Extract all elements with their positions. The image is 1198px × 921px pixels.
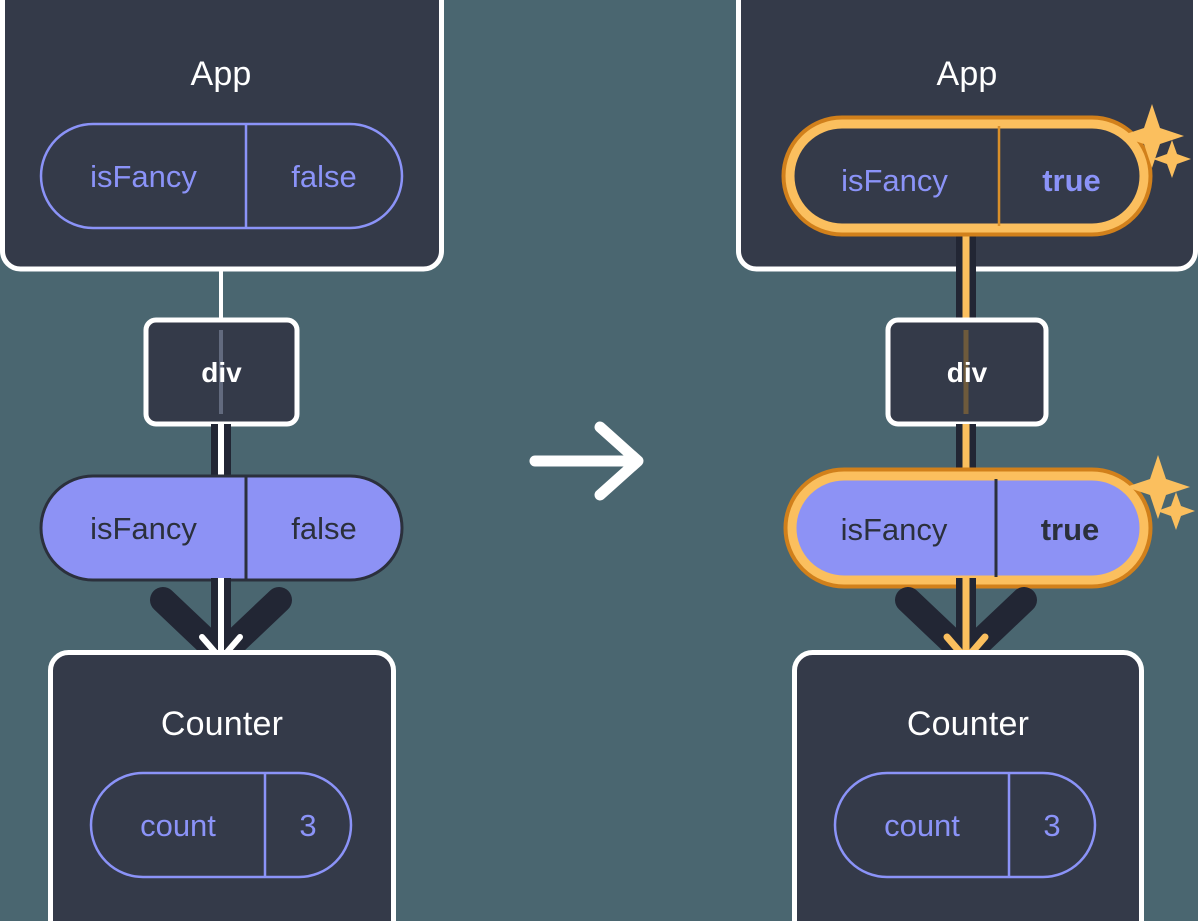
sparkle-small-icon (1157, 492, 1195, 530)
counter-card-before-state-value: 3 (299, 808, 317, 843)
prop-pill-before-key: isFancy (90, 511, 197, 546)
counter-card-after-state-value: 3 (1043, 808, 1061, 843)
app-card-after-state-value: true (1042, 163, 1101, 198)
div-node-after (885, 317, 1049, 427)
counter-card-before-surface (48, 650, 396, 921)
state-pill-after-app-highlight-inner (785, 119, 1149, 233)
arrow-right-icon (529, 421, 644, 501)
app-card-before-state-value: false (291, 159, 357, 194)
app-card-after-state-key: isFancy (841, 163, 948, 198)
counter-card-after-state-key: count (884, 808, 960, 843)
div-node-before-label: div (201, 357, 242, 388)
sparkle-icon-app-after (1120, 104, 1191, 178)
state-pill-after-counter[interactable] (833, 771, 1097, 879)
app-card-after-title: App (936, 55, 998, 93)
state-pill-after-app[interactable] (781, 115, 1153, 237)
counter-card-before-title: Counter (160, 705, 284, 743)
prop-pill-after-key: isFancy (840, 512, 948, 547)
app-card-before-title: App (190, 55, 252, 93)
sparkle-large-icon (1126, 455, 1190, 519)
counter-card-before-state-key: count (140, 808, 216, 843)
state-pill-before-app-shape (39, 122, 404, 230)
app-card-before-state-key: isFancy (90, 159, 197, 194)
prop-pill-before-value: false (291, 511, 357, 546)
state-pill-after-counter-shape (833, 771, 1097, 879)
counter-card-after-title: Counter (906, 705, 1030, 743)
prop-pill-after-value: true (1040, 512, 1100, 547)
sparkle-icon-prop-after (1126, 455, 1195, 530)
counter-card-before (48, 650, 396, 921)
counter-card-after-surface (792, 650, 1144, 921)
sparkle-small-icon (1153, 140, 1191, 178)
sparkle-large-icon (1120, 104, 1184, 168)
state-pill-before-app[interactable] (39, 122, 404, 230)
counter-card-after (792, 650, 1144, 921)
state-pill-before-counter[interactable] (89, 771, 353, 879)
div-node-after-label: div (946, 357, 988, 388)
state-pill-before-counter-shape (89, 771, 353, 879)
